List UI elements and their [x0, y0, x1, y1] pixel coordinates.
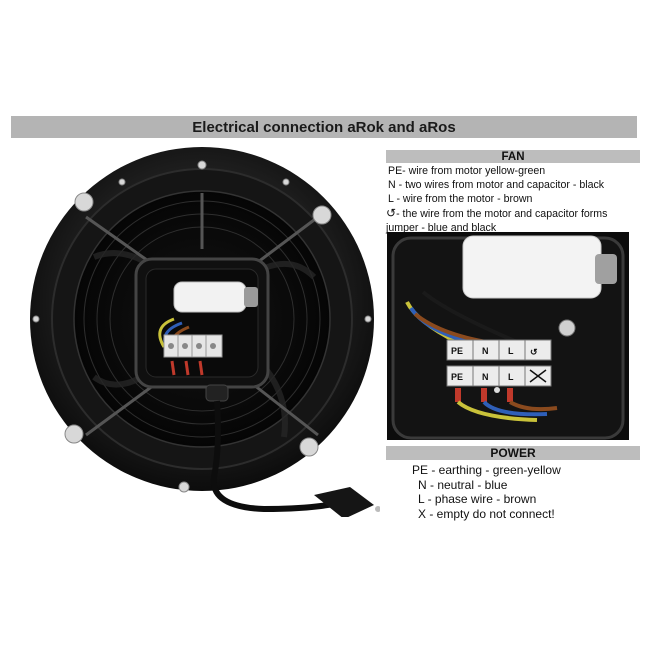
power-line-n: N - neutral - blue: [418, 477, 508, 492]
fan-line-pe: PE- wire from motor yellow-green: [388, 165, 546, 177]
power-line-pe: PE - earthing - green-yellow: [412, 463, 561, 477]
schuko-plug: [314, 487, 380, 517]
fan-line-l: L - wire from the motor - brown: [388, 193, 533, 205]
fan-line-rotation: ↺- the wire from the motor and capacitor…: [386, 206, 608, 220]
capacitor-closeup: [462, 235, 602, 299]
capacitor: [173, 281, 247, 313]
junction-box-photo: PE N L ↺ PE N L: [387, 232, 629, 440]
power-line-x: X - empty do not connect!: [418, 506, 555, 521]
terminal-label-bottom-n: N: [482, 372, 489, 382]
terminal-label-bottom-l: L: [508, 372, 514, 382]
terminal-rotation-icon: ↺: [530, 347, 538, 357]
fan-line-n: N - two wires from motor and capacitor -…: [388, 179, 605, 191]
terminal-label-top-n: N: [482, 346, 489, 356]
rotation-arrow-icon: ↺: [386, 206, 397, 220]
fan-description: PE- wire from motor yellow-green N - two…: [386, 164, 640, 235]
cross-box-icon: [529, 369, 547, 383]
fan-terminal-block: [163, 334, 223, 358]
page-title: Electrical connection aRok and aRos: [11, 116, 637, 138]
terminal-block-bottom: PE N L: [446, 365, 552, 387]
terminal-label-top-l: L: [508, 346, 514, 356]
power-description: PE - earthing - green-yellow N - neutral…: [412, 463, 637, 521]
terminal-label-bottom-pe: PE: [451, 372, 463, 382]
fan-photo: [24, 147, 380, 517]
fan-section-header: FAN: [386, 150, 640, 163]
power-cable: [210, 400, 355, 513]
power-line-l: L - phase wire - brown: [418, 492, 537, 506]
terminal-block-top: PE N L ↺: [446, 339, 552, 361]
terminal-label-top-pe: PE: [451, 346, 463, 356]
power-section-header: POWER: [386, 446, 640, 460]
fan-line-rotation-cont: jumper - blue and black: [386, 222, 497, 234]
